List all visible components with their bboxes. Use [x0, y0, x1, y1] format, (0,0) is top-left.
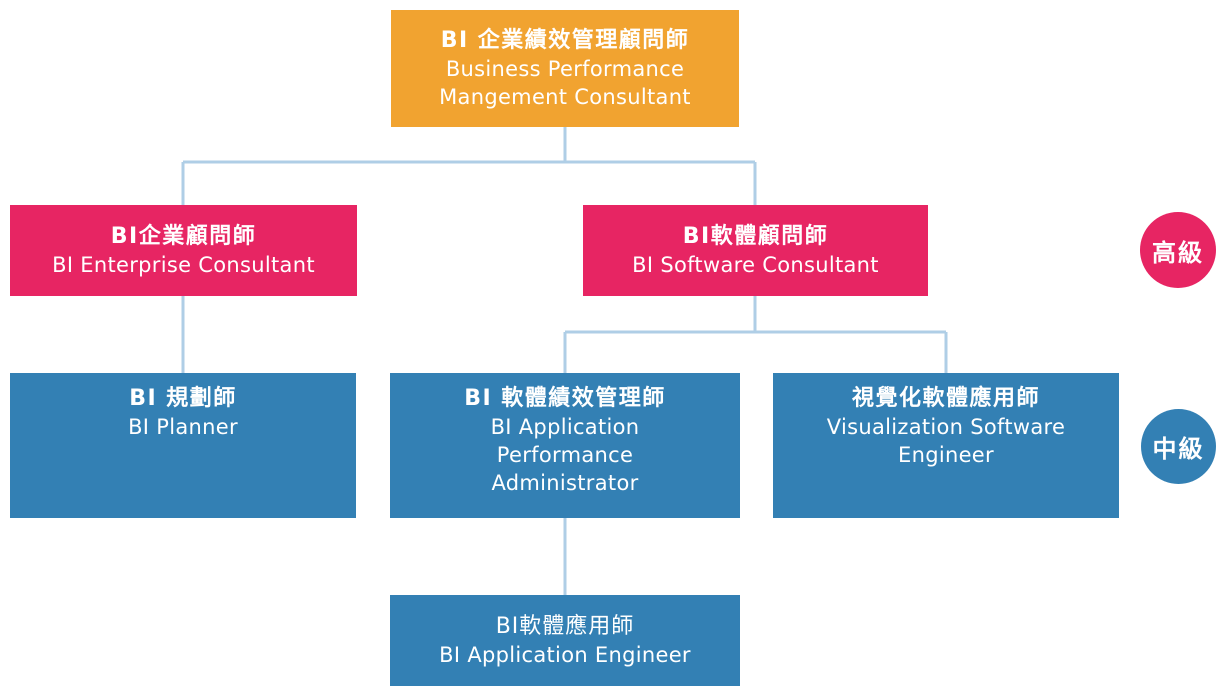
node-title-zh: BI軟體應用師	[495, 613, 635, 639]
node-title-zh: BI 規劃師	[129, 386, 237, 411]
node-subtitle-en: Visualization Software	[826, 415, 1066, 439]
node-subtitle-en: Mangement Consultant	[439, 84, 691, 109]
node-subtitle-en: Administrator	[491, 471, 639, 495]
node-bi-app-performance-administrator: BI 軟體績效管理師 BI Application Performance Ad…	[390, 373, 740, 518]
node-title-zh: BI 軟體績效管理師	[464, 386, 666, 411]
node-subtitle-en: BI Planner	[128, 415, 238, 439]
node-title-zh: BI 企業績效管理顧問師	[440, 27, 690, 53]
node-bpm-consultant: BI 企業績效管理顧問師 Business Performance Mangem…	[391, 10, 739, 127]
connector-software-to-level3	[563, 296, 948, 373]
node-subtitle-en: BI Software Consultant	[632, 252, 879, 277]
node-bi-enterprise-consultant: BI企業顧問師 BI Enterprise Consultant	[10, 205, 357, 296]
badge-intermediate-level: 中級	[1141, 409, 1216, 484]
node-title-zh: 視覺化軟體應用師	[851, 386, 1040, 411]
node-visualization-software-engineer: 視覺化軟體應用師 Visualization Software Engineer	[773, 373, 1119, 518]
connector-root-to-level2	[181, 127, 757, 205]
node-bi-software-consultant: BI軟體顧問師 BI Software Consultant	[583, 205, 928, 296]
node-subtitle-en: BI Application	[490, 415, 640, 439]
node-subtitle-en: BI Enterprise Consultant	[52, 252, 315, 277]
node-subtitle-en: Engineer	[898, 443, 994, 467]
badge-advanced-level: 高級	[1140, 212, 1216, 288]
node-subtitle-en: Business Performance	[445, 56, 685, 81]
node-bi-planner: BI 規劃師 BI Planner	[10, 373, 356, 518]
node-bi-application-engineer: BI軟體應用師 BI Application Engineer	[390, 595, 740, 686]
node-title-zh: BI軟體顧問師	[682, 223, 829, 249]
node-subtitle-en: BI Application Engineer	[439, 642, 691, 667]
node-subtitle-en: Performance	[496, 443, 634, 467]
node-title-zh: BI企業顧問師	[110, 223, 257, 249]
